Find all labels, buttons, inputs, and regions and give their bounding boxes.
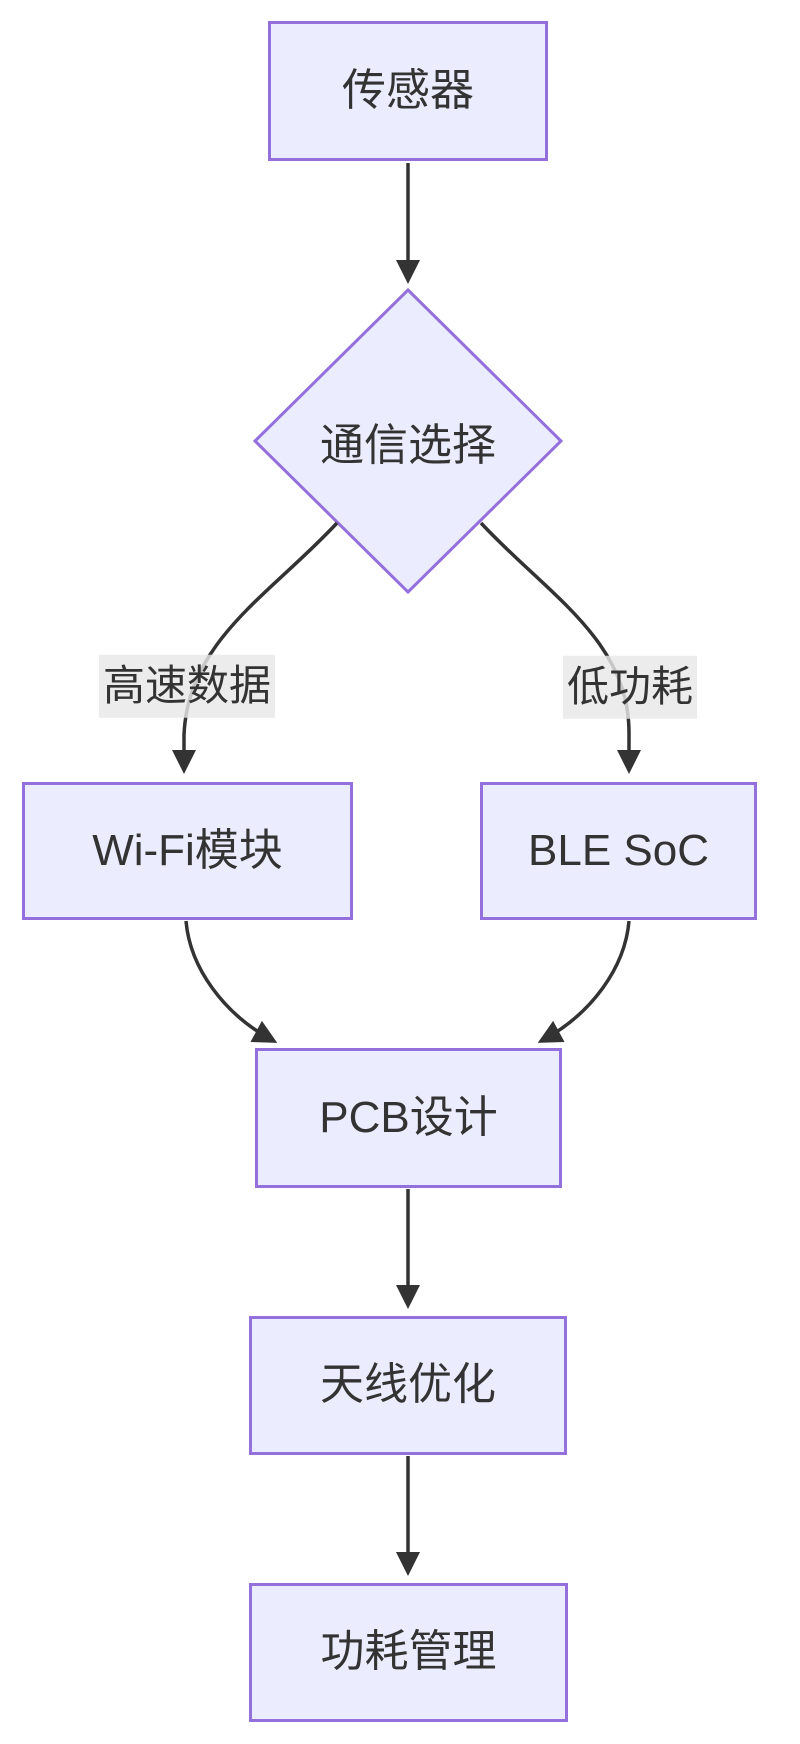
node-pcb-design: PCB设计 — [255, 1048, 562, 1188]
node-wifi-module-label: Wi-Fi模块 — [92, 825, 283, 875]
node-antenna-optimization: 天线优化 — [249, 1316, 567, 1455]
node-ble-soc-label: BLE SoC — [528, 825, 709, 875]
node-pcb-design-label: PCB设计 — [319, 1092, 498, 1142]
node-power-management: 功耗管理 — [249, 1583, 568, 1722]
node-communication-choice-shape — [252, 287, 564, 595]
edge-label-high-speed-data: 高速数据 — [98, 654, 276, 718]
node-wifi-module: Wi-Fi模块 — [22, 782, 353, 920]
edge-wifi-to-pcb — [184, 920, 278, 1043]
edge-communication-choice-to-wifi — [172, 521, 339, 774]
edge-communication-choice-to-ble — [479, 521, 641, 774]
node-sensor-label: 传感器 — [342, 65, 474, 115]
node-power-management-label: 功耗管理 — [320, 1627, 497, 1677]
node-ble-soc: BLE SoC — [480, 782, 757, 920]
node-communication-choice-label: 通信选择 — [320, 421, 496, 470]
edge-label-low-power: 低功耗 — [562, 655, 698, 719]
edge-ble-to-pcb — [537, 920, 631, 1043]
node-antenna-optimization-label: 天线优化 — [320, 1360, 496, 1410]
node-sensor: 传感器 — [268, 21, 548, 161]
